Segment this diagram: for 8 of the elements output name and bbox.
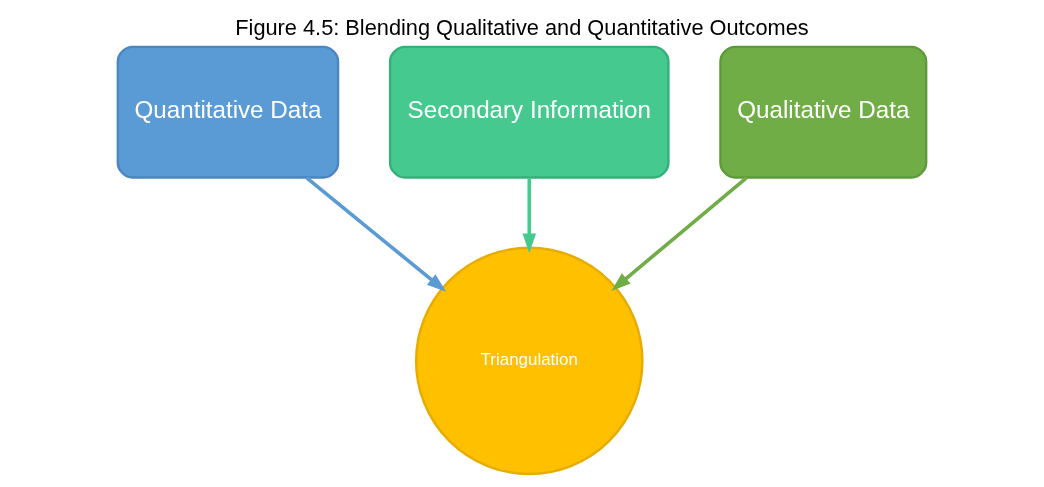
arrow [611,176,748,291]
diagram-title: Figure 4.5: Blending Qualitative and Quantitative Outcomes [235,15,809,41]
node-box: Secondary Information [388,45,670,179]
node-circle: Triangulation [414,246,644,476]
node-box: Qualitative Data [719,45,928,179]
arrow [522,177,537,254]
node-box: Quantitative Data [116,45,340,179]
arrow [305,176,447,292]
